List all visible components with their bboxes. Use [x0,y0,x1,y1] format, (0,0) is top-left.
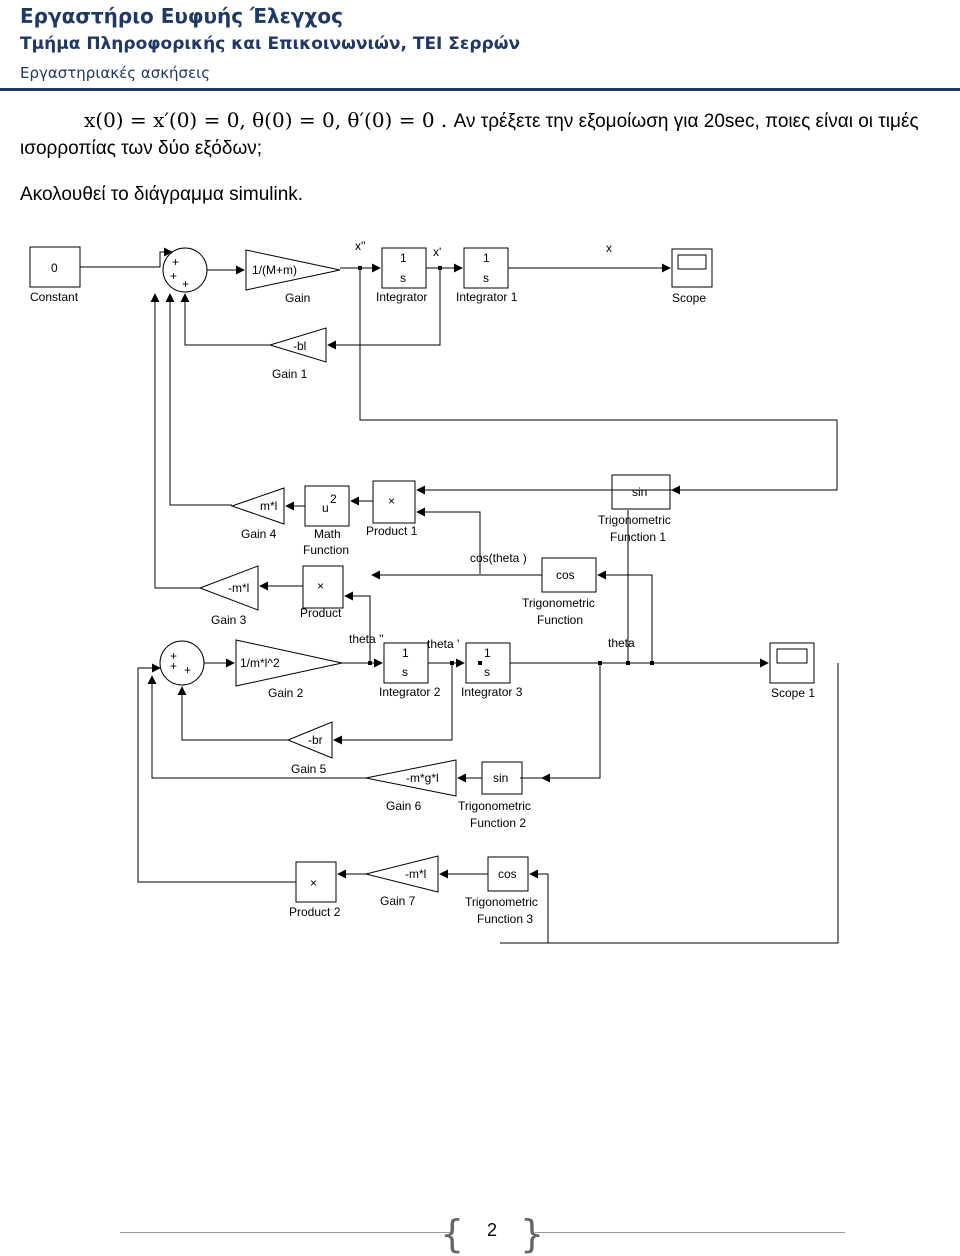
scope1-block[interactable] [769,642,815,684]
product-name: Product [300,606,342,620]
signal-thetad: theta ' [427,637,459,651]
gain5-block[interactable] [286,721,333,759]
sum-plus-2: + [170,269,177,283]
signal-x: x [606,241,612,255]
trig1-name-1: Trigonometric [598,513,671,527]
product2-symbol: × [310,876,317,890]
gain4-block[interactable] [230,487,285,525]
gain5-value: -br [308,733,323,747]
gain4-name: Gain 4 [241,527,277,541]
trig1-value: sin [632,485,647,499]
constant-value: 0 [51,261,58,275]
trig2-value: sin [493,771,508,785]
initial-conditions: x(0) = x′(0) = 0, θ(0) = 0, θ′(0) = 0 . … [84,108,919,133]
page-header-section: Εργαστηριακές ασκήσεις [20,64,211,82]
equation: x(0) = x′(0) = 0, θ(0) = 0, θ′(0) = 0 . [84,108,448,132]
simulink-diagram: 0 Constant + + + 1/(M+m) Gain x'' 1 s In… [29,239,839,944]
footer-line-right [535,1232,845,1233]
gain-value: 1/(M+m) [252,263,297,277]
constant-name: Constant [30,290,79,304]
math-function-name-1: Math [314,527,341,541]
gain3-block[interactable] [198,565,259,611]
product1-block[interactable] [372,480,416,524]
footer-brace-right: } [520,1212,545,1256]
trig3-name-1: Trigonometric [465,895,538,909]
integrator1-name: Integrator 1 [456,290,518,304]
gain2-block[interactable] [235,639,343,687]
scope-name: Scope [672,291,706,305]
integrator3-num: 1 [484,646,491,660]
trig1-name-2: Function 1 [610,530,666,544]
page-number: 2 [486,1220,497,1240]
integrator2-num: 1 [402,646,409,660]
page-header-title: Εργαστήριο Ευφυής Έλεγχος [20,4,343,28]
signal-xdd: x'' [355,239,366,253]
integrator3-den: s [484,665,490,679]
gain2-name: Gain 2 [268,686,304,700]
footer-line-left [120,1232,450,1233]
trig3-value: cos [498,867,517,881]
product-symbol: × [317,579,324,593]
gain5-name: Gain 5 [291,762,327,776]
gain3-value: -m*l [228,581,249,595]
sum2-plus-1: + [170,649,177,663]
gain6-value: -m*g*l [406,771,439,785]
integrator-num: 1 [400,251,407,265]
integrator2-name: Integrator 2 [379,685,441,699]
integrator-name: Integrator [376,290,427,304]
scope-block[interactable] [671,248,713,288]
integrator-den: s [400,271,406,285]
gain6-block[interactable] [365,759,457,797]
gain7-name: Gain 7 [380,894,416,908]
math-function-value: u [322,501,329,515]
trig3-name-2: Function 3 [477,912,533,926]
trig-name-1: Trigonometric [522,596,595,610]
intro-text: Ακολουθεί το διάγραμμα simulink. [20,184,304,205]
product-block[interactable] [302,565,344,609]
gain3-name: Gain 3 [211,613,247,627]
integrator2-den: s [402,665,408,679]
signal-theta: theta [608,636,635,650]
gain1-value: -bl [293,339,306,353]
gain-block[interactable] [245,249,341,291]
integrator1-den: s [483,271,489,285]
product1-name: Product 1 [366,524,418,538]
question-text: Αν τρέξετε την εξομοίωση για 20sec, ποιε… [453,111,919,132]
sum2-plus-2: + [170,659,177,673]
product1-symbol: × [388,494,395,508]
sum-plus-1: + [172,255,179,269]
gain1-name: Gain 1 [272,367,308,381]
trig2-name-2: Function 2 [470,816,526,830]
header-rule [0,88,960,91]
trig-function1-block[interactable] [611,474,671,510]
sum2-block[interactable] [159,640,205,686]
question-text-cont: ισορροπίας των δύο εξόδων; [20,138,263,159]
trig2-name-1: Trigonometric [458,799,531,813]
sum2-plus-3: + [184,663,191,677]
product2-name: Product 2 [289,905,341,919]
gain7-value: -m*l [405,867,426,881]
sum-plus-3: + [182,277,189,291]
signal-thetadd: theta '' [349,632,384,646]
math-function-exp: 2 [330,492,337,506]
signal-xd: x' [433,245,441,259]
gain4-value: m*l [260,499,277,513]
gain1-block[interactable] [268,327,327,363]
trig-value: cos [556,568,575,582]
integrator3-name: Integrator 3 [461,685,523,699]
gain6-name: Gain 6 [386,799,422,813]
trig-name-2: Function [537,613,583,627]
scope1-name: Scope 1 [771,686,815,700]
gain-name: Gain [285,291,310,305]
integrator1-num: 1 [483,251,490,265]
footer-brace-left: { [440,1212,465,1256]
page-header-subtitle: Τμήμα Πληροφορικής και Επικοινωνιών, ΤΕΙ… [20,34,521,54]
math-function-name-2: Function [303,543,349,557]
signal-cos-theta: cos(theta ) [470,551,527,565]
gain7-block[interactable] [365,855,439,893]
gain2-value: 1/m*l^2 [240,656,280,670]
